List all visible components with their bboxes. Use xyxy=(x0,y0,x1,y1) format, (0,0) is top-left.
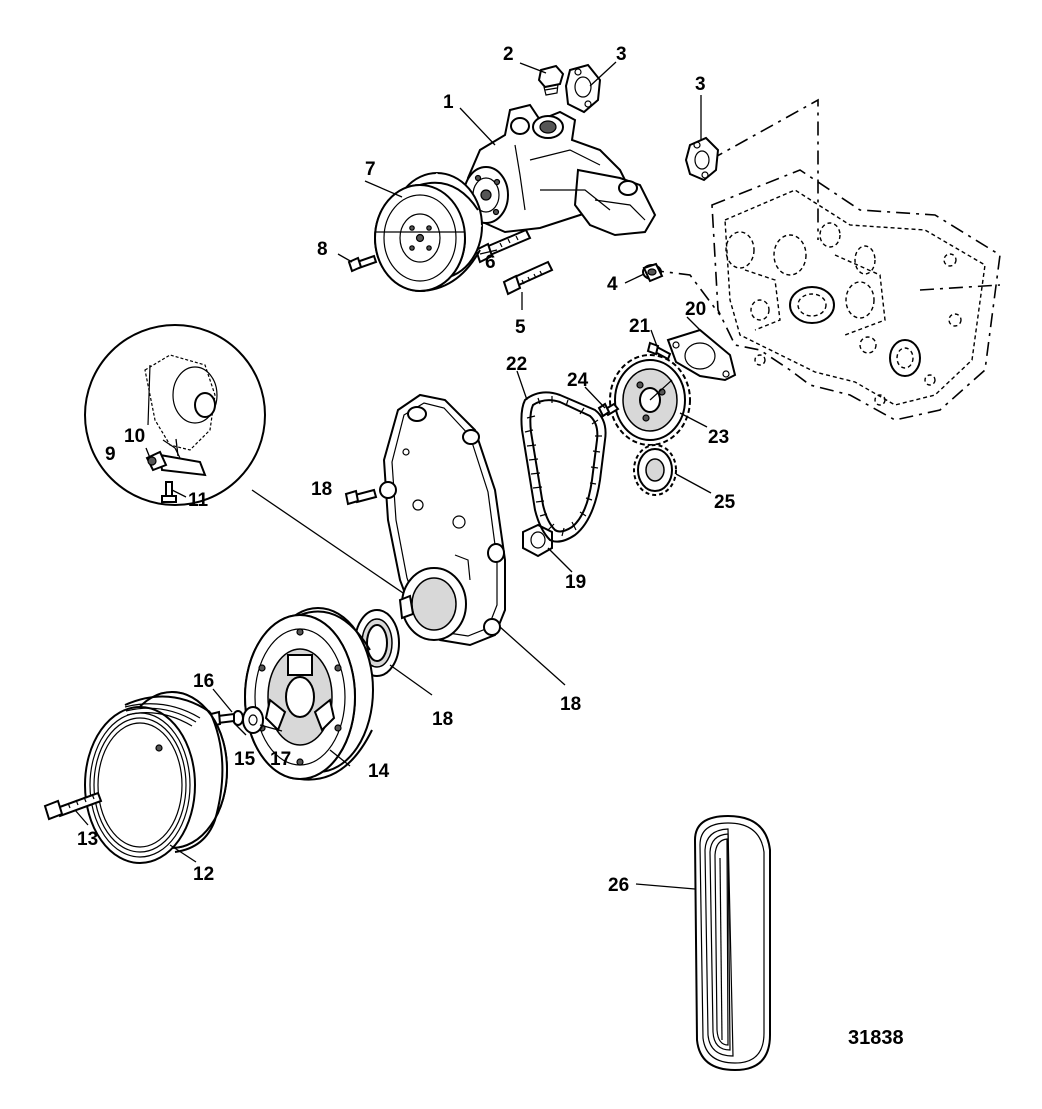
callout-11: 11 xyxy=(188,490,209,511)
callout-26: 26 xyxy=(608,875,629,896)
callout-25: 25 xyxy=(714,492,736,513)
crank-sprocket xyxy=(633,444,677,496)
balancer-washer xyxy=(242,706,264,734)
figure-number: 31838 xyxy=(848,1027,904,1049)
callout-7: 7 xyxy=(365,159,376,180)
assembly-centerlines xyxy=(649,98,819,316)
callout-18-bolt: 18 xyxy=(311,479,332,500)
callout-2: 2 xyxy=(503,44,514,65)
pump-pulley xyxy=(374,172,483,292)
harmonic-balancer xyxy=(244,607,374,781)
pulley-bolt xyxy=(347,254,378,273)
pulley-capscrew xyxy=(43,791,103,821)
plate-screw xyxy=(646,341,672,361)
serpentine-belt xyxy=(693,814,771,1072)
detail-inset xyxy=(84,324,429,611)
callout-18-seal: 18 xyxy=(432,709,453,730)
callout-labels: 1 2 3 3 4 5 6 7 8 9 10 11 12 13 14 15 16… xyxy=(77,44,904,1049)
pipe-plug xyxy=(537,64,565,96)
thrust-plate xyxy=(666,328,737,382)
callout-18-cover: 18 xyxy=(560,694,581,715)
sprocket-bolt xyxy=(597,402,620,418)
callout-24: 24 xyxy=(567,370,589,391)
callout-6: 6 xyxy=(485,252,496,273)
callout-3-block: 3 xyxy=(695,74,706,95)
callout-10: 10 xyxy=(124,426,145,447)
callout-5: 5 xyxy=(515,317,526,338)
cam-sprocket xyxy=(609,354,691,446)
callout-3-upper: 3 xyxy=(616,44,627,65)
timing-chain xyxy=(520,391,607,543)
callout-4: 4 xyxy=(607,274,618,295)
callout-15: 15 xyxy=(234,749,256,770)
callout-16: 16 xyxy=(193,671,214,692)
timing-cover xyxy=(379,393,506,647)
callout-17: 17 xyxy=(270,749,291,770)
cover-bolt xyxy=(344,488,378,506)
crankshaft-pulley xyxy=(84,690,228,864)
callout-22: 22 xyxy=(506,354,527,375)
leader-lines xyxy=(74,61,712,890)
callout-14: 14 xyxy=(368,761,390,782)
callout-9: 9 xyxy=(105,444,116,465)
gasket-upper xyxy=(564,63,602,114)
dowel-pin xyxy=(642,262,664,283)
callout-1: 1 xyxy=(443,92,454,113)
water-pump xyxy=(463,103,657,237)
callout-8: 8 xyxy=(317,239,328,260)
engine-block xyxy=(711,169,1001,421)
callout-23: 23 xyxy=(708,427,729,448)
callout-21: 21 xyxy=(629,316,651,337)
callout-13: 13 xyxy=(77,829,98,850)
callout-20: 20 xyxy=(685,299,706,320)
callout-19: 19 xyxy=(565,572,586,593)
gasket-block xyxy=(684,136,720,182)
stud xyxy=(502,260,554,296)
callout-12: 12 xyxy=(193,864,214,885)
